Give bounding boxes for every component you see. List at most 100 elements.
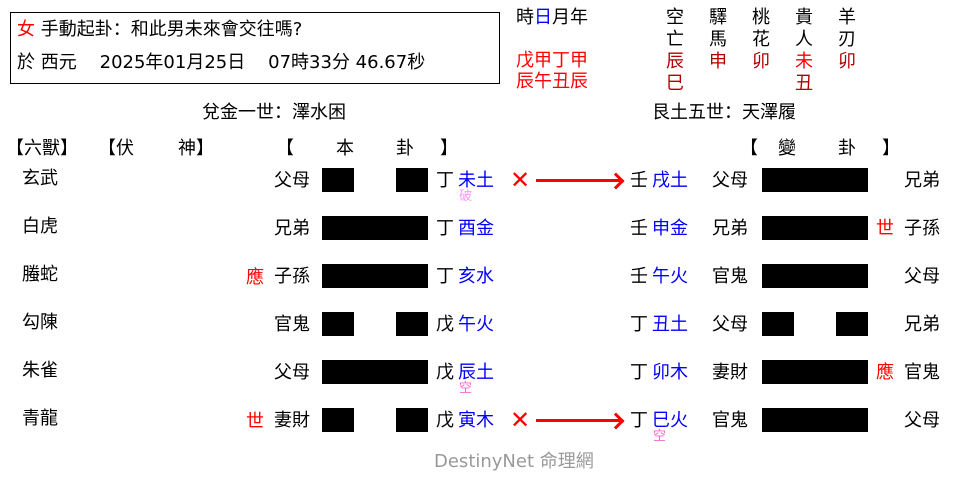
yang-line [322, 216, 428, 240]
branch-month: 丑 [552, 71, 570, 92]
shensha-taohua: 桃 花 卯 [752, 7, 770, 73]
main-hexagram-title: 兌金一世：澤水困 [202, 102, 346, 123]
question-line: 女 手動起卦：和此男未來會交往嗎? [17, 19, 302, 41]
time-value: 07時33分 46.67秒 [268, 52, 426, 73]
six-beast: 玄武 [22, 168, 58, 189]
changed-hexagram-title: 艮土五世：天澤履 [652, 102, 796, 123]
changed-stem: 壬 [630, 266, 648, 287]
changed-right-relative: 官鬼 [904, 362, 940, 383]
question-separator: ： [112, 19, 131, 40]
shensha-title: 人 [795, 29, 813, 50]
shensha-value: 巳 [666, 73, 684, 94]
six-beast: 白虎 [22, 216, 58, 237]
stem-month: 丁 [552, 50, 570, 71]
stem-day: 甲 [534, 50, 552, 71]
divination-info-box: 女 手動起卦：和此男未來會交往嗎? 於 西元 2025年01月25日 07時33… [10, 12, 500, 84]
void-mark: 空 [653, 429, 667, 444]
changed-branch-element: 巳火 [652, 410, 688, 431]
gender-label: 女 [17, 19, 35, 40]
header-hidden-spirit-close: 神】 [178, 138, 214, 159]
changed-relative: 父母 [712, 314, 748, 335]
branch-element: 未土 [458, 170, 494, 191]
six-relative: 官鬼 [274, 314, 310, 335]
yang-line [322, 360, 428, 384]
yin-line-left [322, 408, 354, 432]
shensha-yima: 驛 馬 申 [709, 7, 727, 73]
changed-relative: 父母 [712, 170, 748, 191]
six-relative: 妻財 [274, 410, 310, 431]
shensha-title: 亡 [666, 29, 684, 50]
heavenly-stem: 戊 [436, 410, 454, 431]
changed-right-relative: 子孫 [904, 218, 940, 239]
shensha-value: 卯 [838, 51, 856, 72]
yang-line [762, 408, 868, 432]
header-changed-close: 】 [882, 138, 900, 159]
change-arrow-icon [536, 179, 620, 182]
shensha-title: 貴 [795, 7, 813, 28]
branch-element: 寅木 [458, 410, 494, 431]
ying-marker: 應 [876, 362, 894, 383]
shi-marker: 世 [246, 411, 264, 432]
branch-element: 亥水 [458, 266, 494, 287]
changed-right-relative: 父母 [904, 266, 940, 287]
header-changed-1: 變 [778, 138, 796, 159]
six-relative: 父母 [274, 362, 310, 383]
changed-branch-element: 戌土 [652, 170, 688, 191]
header-changed-2: 卦 [838, 138, 856, 159]
yang-line [322, 264, 428, 288]
changed-branch-element: 丑土 [652, 314, 688, 335]
header-main-close: 】 [440, 138, 458, 159]
heavenly-stem: 戊 [436, 314, 454, 335]
yin-line-right [836, 312, 868, 336]
changed-branch-element: 申金 [652, 218, 688, 239]
date-prefix: 於 西元 [17, 52, 77, 73]
branch-element: 酉金 [458, 218, 494, 239]
date-value: 2025年01月25日 [99, 52, 246, 73]
shensha-title: 刃 [838, 29, 856, 50]
ying-marker: 應 [246, 267, 264, 288]
heavenly-stem: 戊 [436, 362, 454, 383]
changed-relative: 妻財 [712, 362, 748, 383]
shensha-title: 桃 [752, 7, 770, 28]
change-arrow-icon [536, 419, 620, 422]
branch-day: 午 [534, 71, 552, 92]
yin-line-left [322, 168, 354, 192]
shensha-kongwang: 空 亡 辰 巳 [666, 7, 684, 95]
heavenly-stem: 丁 [436, 170, 454, 191]
shensha-title: 馬 [709, 29, 727, 50]
six-relative: 子孫 [274, 266, 310, 287]
shensha-value: 未 [795, 51, 813, 72]
six-beast: 螣蛇 [22, 264, 58, 285]
shi-marker: 世 [876, 218, 894, 239]
changed-relative: 官鬼 [712, 266, 748, 287]
yin-line-right [396, 312, 428, 336]
shensha-value: 辰 [666, 51, 684, 72]
yang-line [762, 216, 868, 240]
method-label: 手動起卦 [40, 19, 113, 40]
shensha-title: 空 [666, 7, 684, 28]
pillar-label-month: 月 [552, 7, 570, 28]
six-relative: 父母 [274, 170, 310, 191]
moving-line-icon: ✕ [510, 166, 531, 194]
yang-line [762, 360, 868, 384]
arrow-head-icon [607, 172, 625, 189]
changed-relative: 官鬼 [712, 410, 748, 431]
shensha-value: 申 [709, 51, 727, 72]
moving-line-icon: ✕ [510, 406, 531, 434]
changed-right-relative: 父母 [904, 410, 940, 431]
six-relative: 兄弟 [274, 218, 310, 239]
yang-line [762, 168, 868, 192]
header-main-1: 本 [336, 138, 354, 159]
six-beast: 勾陳 [22, 312, 58, 333]
datetime-line: 於 西元 2025年01月25日 07時33分 46.67秒 [17, 52, 425, 74]
yin-line-right [396, 408, 428, 432]
shensha-title: 羊 [838, 7, 856, 28]
yang-line [762, 264, 868, 288]
changed-right-relative: 兄弟 [904, 314, 940, 335]
branch-hour: 辰 [516, 71, 534, 92]
void-mark: 空 [459, 381, 473, 396]
six-beast: 青龍 [22, 408, 58, 429]
changed-stem: 壬 [630, 218, 648, 239]
changed-stem: 丁 [630, 410, 648, 431]
changed-stem: 壬 [630, 170, 648, 191]
